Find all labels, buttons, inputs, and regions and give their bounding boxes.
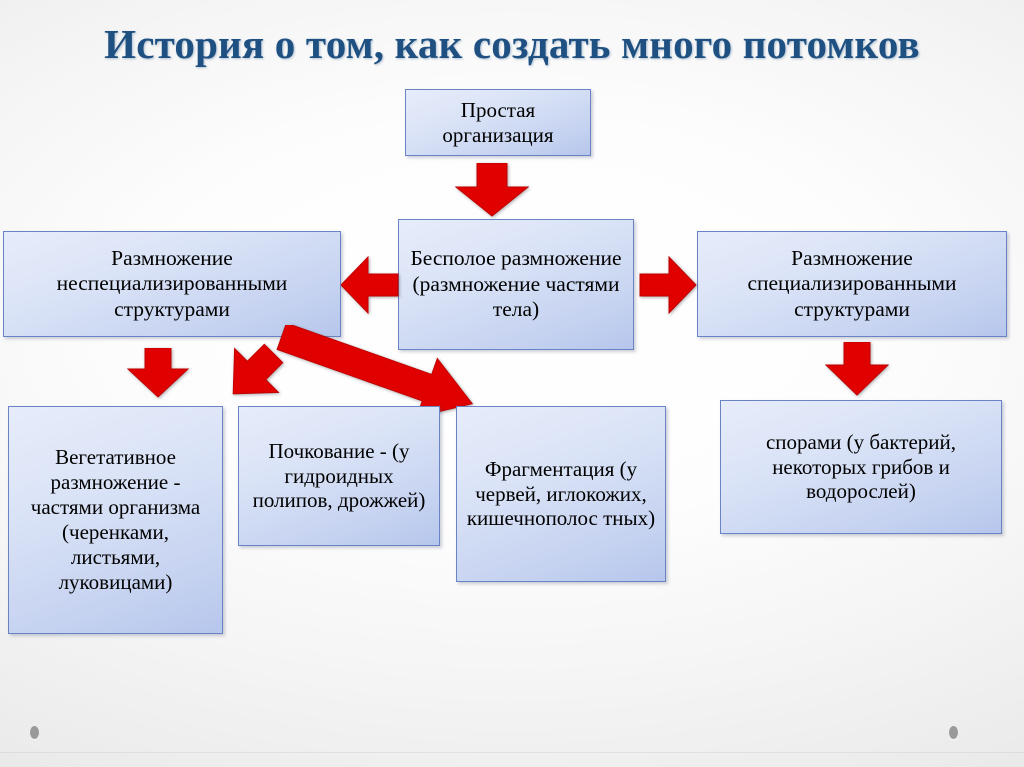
box-specialized-structures-label: Размножение специализированными структур…	[747, 245, 957, 321]
box-nonspecialized-structures: Размножение неспециализированными структ…	[3, 231, 341, 337]
box-specialized-structures: Размножение специализированными структур…	[697, 231, 1007, 337]
arrow-long-diagonal-nonspecialized-to-fragmentation	[270, 325, 485, 415]
box-fragmentation-label: Фрагментация (у червей, иглокожих, кишеч…	[466, 456, 656, 531]
box-budding: Почкование - (у гидроидных полипов, дрож…	[238, 406, 440, 546]
box-spores: спорами (у бактерий, некоторых грибов и …	[720, 400, 1002, 534]
box-vegetative-reproduction-label: Вегетативное размножение - частями орган…	[30, 445, 201, 594]
box-simple-organization: Простая организация	[405, 89, 591, 156]
box-budding-label: Почкование - (у гидроидных полипов, дрож…	[252, 438, 426, 513]
decorative-dot-left	[30, 726, 39, 739]
arrow-down-nonspecialized-to-vegetative	[127, 348, 189, 398]
box-nonspecialized-structures-label: Размножение неспециализированными структ…	[56, 245, 288, 321]
box-vegetative-reproduction: Вегетативное размножение - частями орган…	[8, 406, 223, 634]
box-simple-organization-label: Простая организация	[442, 97, 554, 147]
page-title: История о том, как создать много потомко…	[104, 21, 920, 67]
arrow-down-simple-to-asexual	[455, 163, 529, 217]
box-asexual-reproduction-label: Бесполое размножение (размножение частям…	[410, 246, 622, 322]
decorative-dot-right	[949, 726, 958, 739]
box-asexual-reproduction: Бесполое размножение (размножение частям…	[398, 219, 634, 350]
arrow-down-specialized-to-spores	[825, 342, 889, 396]
arrow-right-asexual-to-specialized	[639, 256, 697, 314]
arrow-left-asexual-to-nonspecialized	[341, 256, 399, 314]
box-spores-label: спорами (у бактерий, некоторых грибов и …	[765, 429, 957, 504]
arrow-diagonal-nonspecialized-to-budding	[218, 343, 288, 405]
box-fragmentation: Фрагментация (у червей, иглокожих, кишеч…	[456, 406, 666, 582]
